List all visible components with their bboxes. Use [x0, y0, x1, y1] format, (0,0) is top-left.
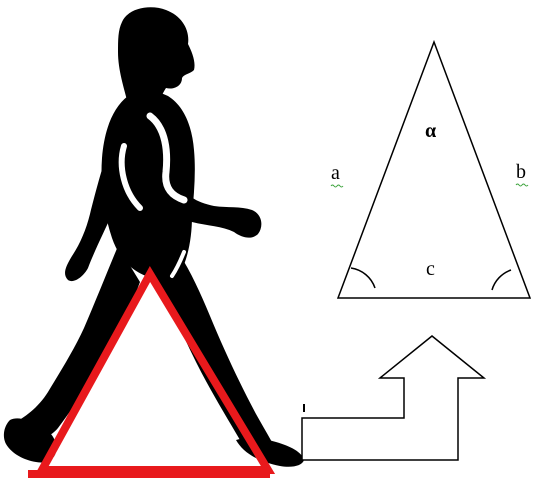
- base-angle-arc-right: [491, 269, 512, 291]
- walking-person-silhouette-icon: [3, 7, 304, 467]
- isosceles-triangle-diagram: α a b c: [330, 39, 532, 299]
- step-arrow-icon: [301, 335, 487, 461]
- side-b-label: b: [516, 161, 526, 183]
- side-a-label: a: [331, 162, 340, 184]
- gait-triangle-icon: [28, 265, 276, 478]
- side-a-spellcheck-underline: [330, 184, 344, 188]
- side-b-spellcheck-underline: [515, 183, 529, 187]
- apex-angle-label: α: [425, 120, 436, 142]
- base-angle-arc-left: [350, 267, 376, 289]
- side-c-label: c: [426, 258, 435, 280]
- silhouette-highlight-lines: [118, 112, 188, 278]
- isosceles-triangle: [336, 39, 532, 299]
